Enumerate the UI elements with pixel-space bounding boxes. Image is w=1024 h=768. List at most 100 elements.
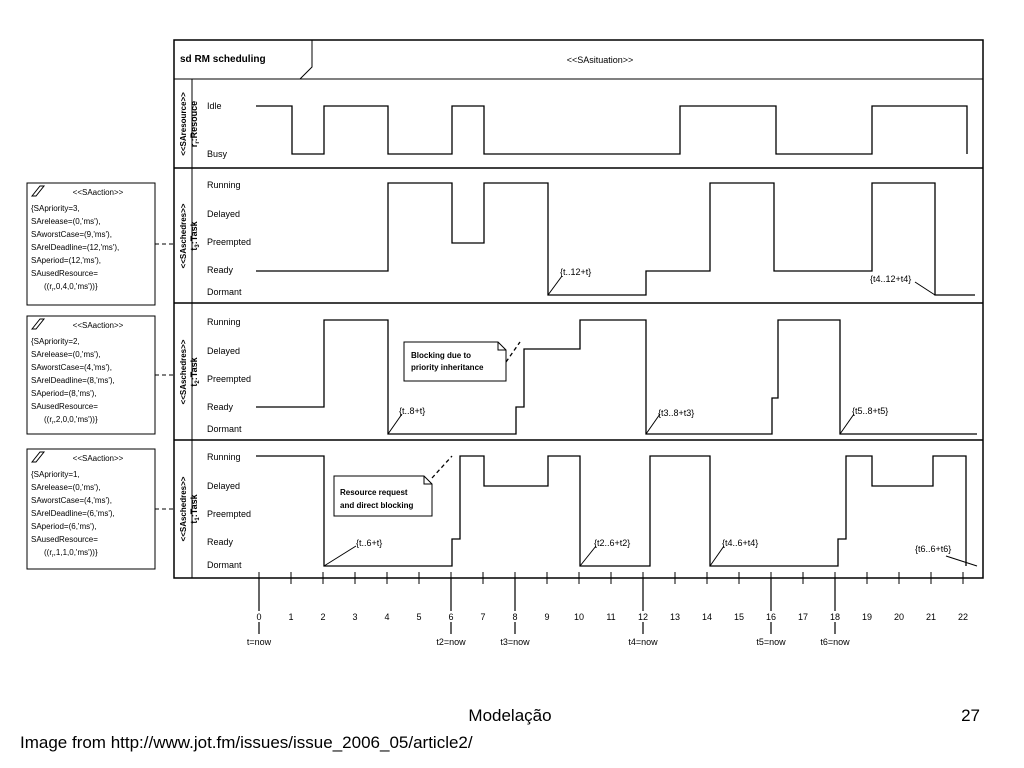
task2-stereotype: <<SAschedres>> xyxy=(179,339,188,404)
svg-text:{SApriority=3,: {SApriority=3, xyxy=(31,204,80,213)
svg-text:SArelDeadline=(8,'ms'),: SArelDeadline=(8,'ms'), xyxy=(31,376,115,385)
t3-state-ready: Ready xyxy=(207,265,234,275)
state-label-busy: Busy xyxy=(207,149,228,159)
time-tick-label: 21 xyxy=(926,612,936,622)
note-anchor-line xyxy=(431,455,453,479)
t3-state-delayed: Delayed xyxy=(207,209,240,219)
constraint-line xyxy=(945,555,978,567)
t1-state-running: Running xyxy=(207,452,241,462)
svg-text:Resource request: Resource request xyxy=(340,488,408,497)
event-label: t3=now xyxy=(500,637,530,647)
t3-state-running: Running xyxy=(207,180,241,190)
event-label: t=now xyxy=(247,637,272,647)
t1-state-preempted: Preempted xyxy=(207,509,251,519)
svg-text:Blocking due to: Blocking due to xyxy=(411,351,471,360)
event-label: t2=now xyxy=(436,637,466,647)
time-tick-label: 2 xyxy=(320,612,325,622)
time-tick-label: 17 xyxy=(798,612,808,622)
t1-constraint-4: {t6..6+t6} xyxy=(915,544,951,554)
svg-text:((rr,2,0,0,'ms'))}: ((rr,2,0,0,'ms'))} xyxy=(44,415,98,426)
t1-state-dormant: Dormant xyxy=(207,560,242,570)
t1-state-ready: Ready xyxy=(207,537,234,547)
t3-state-preempted: Preempted xyxy=(207,237,251,247)
time-tick-label: 12 xyxy=(638,612,648,622)
event-label: t4=now xyxy=(628,637,658,647)
time-tick-label: 7 xyxy=(480,612,485,622)
time-tick-label: 1 xyxy=(288,612,293,622)
time-tick-label: 18 xyxy=(830,612,840,622)
resource-state-line xyxy=(256,105,968,155)
constraint-line xyxy=(914,281,936,296)
time-tick-label: 5 xyxy=(416,612,421,622)
note-priority-inheritance: Blocking due to priority inheritance xyxy=(403,341,507,382)
svg-text:{SApriority=1,: {SApriority=1, xyxy=(31,470,80,479)
constraint-line xyxy=(323,545,357,567)
svg-text:SAworstCase=(4,'ms'),: SAworstCase=(4,'ms'), xyxy=(31,363,112,372)
svg-text:priority inheritance: priority inheritance xyxy=(411,363,484,372)
t2-state-ready: Ready xyxy=(207,402,234,412)
saaction-note-t1: <<SAaction>> {SApriority=1, SArelease=(0… xyxy=(26,448,156,570)
svg-text:SArelease=(0,'ms'),: SArelease=(0,'ms'), xyxy=(31,217,101,226)
t1-constraint-1: {t..6+t} xyxy=(356,538,382,548)
time-tick-label: 3 xyxy=(352,612,357,622)
time-tick-label: 6 xyxy=(448,612,453,622)
svg-text:<<SAaction>>: <<SAaction>> xyxy=(73,188,124,197)
task1-lifeline-label: <<SAschedres>> t1:Task xyxy=(179,476,201,541)
time-tick-label: 10 xyxy=(574,612,584,622)
svg-text:SAworstCase=(4,'ms'),: SAworstCase=(4,'ms'), xyxy=(31,496,112,505)
svg-text:SArelease=(0,'ms'),: SArelease=(0,'ms'), xyxy=(31,350,101,359)
svg-text:SAperiod=(8,'ms'),: SAperiod=(8,'ms'), xyxy=(31,389,97,398)
frame-title: sd RM scheduling xyxy=(180,54,266,65)
frame-situation: <<SAsituation>> xyxy=(567,55,634,65)
t3-state-dormant: Dormant xyxy=(207,287,242,297)
t2-constraint-1: {t..8+t} xyxy=(399,406,425,416)
constraint-line xyxy=(387,413,403,435)
t2-state-delayed: Delayed xyxy=(207,346,240,356)
t3-constraint-2: {t4..12+t4} xyxy=(870,274,911,284)
page-number: 27 xyxy=(961,706,980,725)
time-tick-label: 14 xyxy=(702,612,712,622)
svg-text:{SApriority=2,: {SApriority=2, xyxy=(31,337,80,346)
svg-text:SAperiod=(6,'ms'),: SAperiod=(6,'ms'), xyxy=(31,522,97,531)
svg-text:<<SAaction>>: <<SAaction>> xyxy=(73,321,124,330)
time-tick-label: 9 xyxy=(544,612,549,622)
image-credit: Image from http://www.jot.fm/issues/issu… xyxy=(20,733,473,752)
svg-text:SArelDeadline=(12,'ms'),: SArelDeadline=(12,'ms'), xyxy=(31,243,119,252)
svg-text:SAusedResource=: SAusedResource= xyxy=(31,402,98,411)
t2-constraint-2: {t3..8+t3} xyxy=(658,408,694,418)
task2-lifeline-label: <<SAschedres>> t2:Task xyxy=(179,339,201,404)
svg-text:SAperiod=(12,'ms'),: SAperiod=(12,'ms'), xyxy=(31,256,101,265)
resource-name: rr:Resouce xyxy=(189,101,201,147)
task3-stereotype: <<SAschedres>> xyxy=(179,203,188,268)
constraint-line xyxy=(709,545,725,567)
slide-title: Modelação xyxy=(468,706,552,725)
time-tick-label: 16 xyxy=(766,612,776,622)
t3-constraint-1: {t..12+t} xyxy=(560,267,591,277)
resource-lifeline-label: <<SAresource>> rr:Resouce xyxy=(179,92,201,156)
resource-stereotype: <<SAresource>> xyxy=(179,92,188,156)
task1-state-line xyxy=(256,455,967,567)
task2-state-line xyxy=(256,319,977,435)
svg-text:SArelease=(0,'ms'),: SArelease=(0,'ms'), xyxy=(31,483,101,492)
task3-lifeline-label: <<SAschedres>> t3:Task xyxy=(179,203,201,268)
svg-text:((rr,1,1,0,'ms'))}: ((rr,1,1,0,'ms'))} xyxy=(44,548,98,559)
time-tick-label: 0 xyxy=(256,612,261,622)
note-resource-request: Resource request and direct blocking xyxy=(333,475,433,517)
svg-text:((rr,0,4,0,'ms'))}: ((rr,0,4,0,'ms'))} xyxy=(44,282,98,293)
state-label-idle: Idle xyxy=(207,101,222,111)
time-tick-label: 4 xyxy=(384,612,389,622)
svg-text:and direct blocking: and direct blocking xyxy=(340,501,413,510)
time-tick-label: 11 xyxy=(606,612,615,622)
t2-state-dormant: Dormant xyxy=(207,424,242,434)
constraint-line xyxy=(645,413,661,435)
svg-text:<<SAaction>>: <<SAaction>> xyxy=(73,454,124,463)
diagram-frame xyxy=(173,39,984,579)
task1-name: t1:Task xyxy=(189,493,201,523)
t1-constraint-3: {t4..6+t4} xyxy=(722,538,758,548)
constraint-line xyxy=(547,275,563,296)
saaction-note-t2: <<SAaction>> {SApriority=2, SArelease=(0… xyxy=(26,315,156,435)
t2-state-preempted: Preempted xyxy=(207,374,251,384)
time-tick-label: 13 xyxy=(670,612,680,622)
